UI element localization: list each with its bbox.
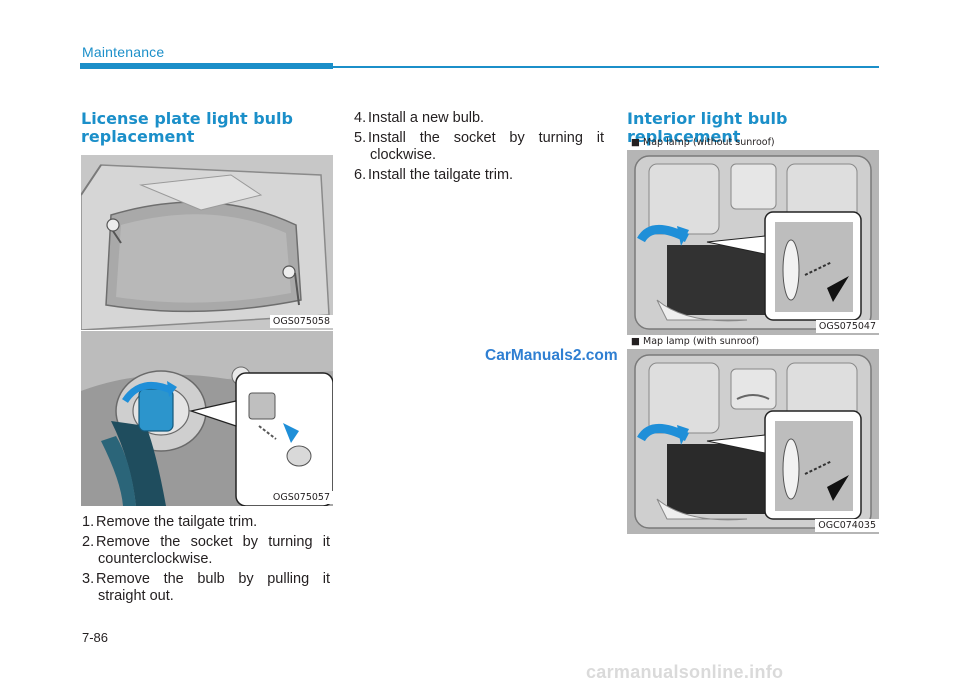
interior-light-heading: Interior light bulb replacement: [627, 109, 788, 146]
figure-title: ■ Map lamp (with sunroof): [631, 336, 760, 347]
step-text: Remove the tailgate trim.: [96, 514, 258, 530]
step-item: 6.Install the tailgate trim.: [354, 167, 606, 184]
watermark-top: CarManuals2.com: [485, 347, 618, 364]
watermark-bottom: carmanualsonline.info: [586, 662, 784, 682]
figure-code: OGS075047: [815, 320, 879, 333]
step-text: Install the socket by turning it: [368, 130, 604, 146]
map-lamp-with-sunroof-illustration: [627, 349, 879, 534]
license-plate-heading-line1: License plate light bulb: [81, 109, 293, 128]
socket-illustration: [81, 331, 333, 506]
step-item: 2.Remove the socket by turning it counte…: [82, 534, 334, 568]
section-label: Maintenance: [82, 44, 165, 60]
tailgate-illustration: [81, 155, 333, 330]
step-text-continued: straight out.: [98, 588, 174, 604]
page-number: 7-86: [82, 630, 109, 645]
header-rule-thin: [333, 66, 879, 68]
step-number: 4.: [354, 110, 367, 126]
socket-figure: OGS075057: [81, 331, 333, 506]
step-text: Remove the bulb by pulling it: [96, 571, 330, 587]
map-lamp-no-sunroof-illustration: [627, 150, 879, 335]
license-plate-heading: License plate light bulb replacement: [81, 110, 331, 146]
figure-code: OGS075058: [269, 315, 333, 328]
step-number: 3.: [82, 571, 95, 587]
figure-code: OGC074035: [815, 519, 879, 532]
map-lamp-with-sunroof-figure: ■ Map lamp (with sunroof) OGC074035: [627, 334, 879, 534]
step-item: 5.Install the socket by turning it clock…: [354, 130, 606, 164]
step-item: 1.Remove the tailgate trim.: [82, 514, 334, 531]
license-plate-heading-line2: replacement: [81, 127, 195, 146]
step-number: 5.: [354, 130, 367, 146]
step-text-continued: counterclockwise.: [98, 551, 213, 567]
step-text: Install a new bulb.: [368, 110, 485, 126]
step-text: Remove the socket by turning it: [96, 534, 330, 550]
steps-list-left: 1.Remove the tailgate trim. 2.Remove the…: [82, 514, 334, 605]
header-rule-thick: [80, 63, 333, 69]
steps-list-middle: 4.Install a new bulb. 5.Install the sock…: [354, 110, 606, 184]
step-number: 1.: [82, 514, 95, 530]
step-text: Install the tailgate trim.: [368, 167, 514, 183]
step-text-continued: clockwise.: [370, 147, 437, 163]
tailgate-figure: OGS075058: [81, 155, 333, 330]
step-item: 3.Remove the bulb by pulling it straight…: [82, 571, 334, 605]
figure-code: OGS075057: [269, 491, 333, 504]
map-lamp-no-sunroof-figure: ■ Map lamp (without sunroof) OGS075047: [627, 135, 879, 335]
step-number: 2.: [82, 534, 95, 550]
step-item: 4.Install a new bulb.: [354, 110, 606, 127]
step-number: 6.: [354, 167, 367, 183]
figure-title: ■ Map lamp (without sunroof): [631, 137, 775, 148]
